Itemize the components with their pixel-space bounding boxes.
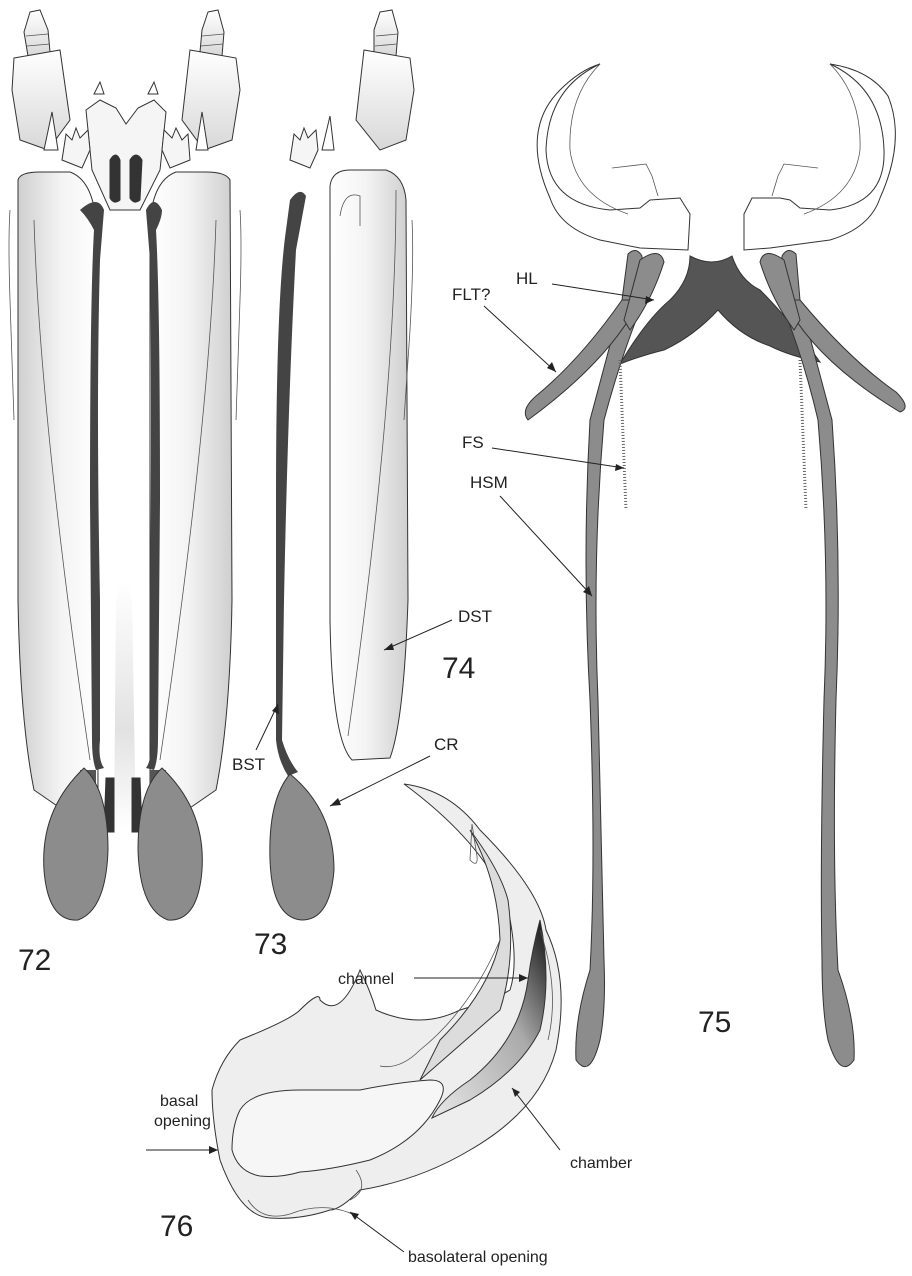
hsm-left-rod [576,250,642,1066]
leader-basolateral-opening [350,1212,404,1252]
figure-75-drawing [525,64,905,1067]
apical-palp-73 [290,10,414,168]
leader-chamber [512,1088,560,1150]
figure-72-drawing [9,10,241,920]
label-hl: HL [516,269,538,288]
label-hsm: HSM [470,473,508,492]
apical-palp-left [12,10,70,150]
figure-76-drawing [212,784,561,1218]
label-basal-opening-line2: opening [154,1113,211,1130]
figure-number-73: 73 [254,928,287,961]
label-fs: FS [462,433,484,452]
leader-fs [492,448,624,468]
figure-73-74-drawing [270,10,414,920]
apical-palp-right [182,10,240,150]
label-cr: CR [434,735,459,754]
lobe-74 [330,170,408,760]
label-basolateral-opening: basolateral opening [408,1249,548,1266]
label-bst: BST [232,755,265,774]
label-channel: channel [338,971,394,988]
lobe-left-72 [18,172,98,812]
label-dst: DST [458,607,492,626]
basal-oval-73 [270,774,334,920]
lobe-right-72 [150,172,232,812]
hook-right-75 [744,64,895,250]
figure-number-74: 74 [442,652,475,685]
leader-hsm [500,496,592,596]
leader-cr [330,756,430,806]
sclerite-73 [276,192,306,776]
label-chamber: chamber [570,1155,633,1172]
label-flt: FLT? [452,285,490,304]
hsm-right-rod [782,250,854,1066]
figure-number-76: 76 [160,1210,193,1243]
figure-number-72: 72 [18,944,51,977]
figure-number-75: 75 [698,1006,731,1039]
hook-left-75 [537,64,690,250]
label-basal-opening-line1: basal [160,1093,198,1110]
leader-flt [484,306,556,372]
